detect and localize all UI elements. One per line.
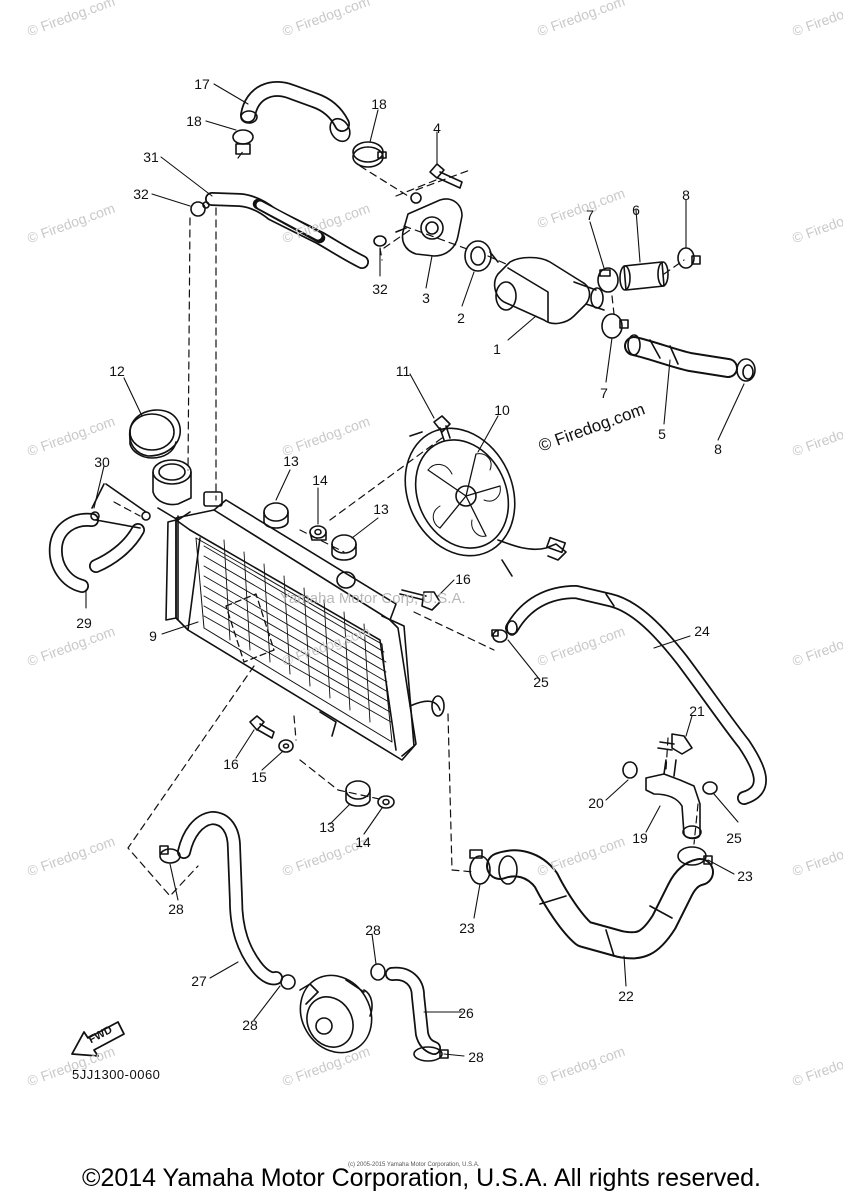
callout-1: 1 — [493, 341, 501, 357]
callout-28: 28 — [168, 901, 184, 917]
clamp-28-a — [159, 845, 181, 864]
clamp-18-b — [352, 141, 387, 168]
callout-25: 25 — [533, 674, 549, 690]
callout-2: 2 — [457, 310, 465, 326]
callout-23: 23 — [459, 920, 475, 936]
oring-20 — [622, 761, 638, 779]
collar-14-b — [377, 795, 395, 809]
hose-17 — [240, 81, 351, 143]
callout-13: 13 — [319, 819, 335, 835]
callout-27: 27 — [191, 973, 207, 989]
callout-32: 32 — [372, 281, 388, 297]
clamp-25-b — [702, 781, 718, 795]
callout-19: 19 — [632, 830, 648, 846]
water-pump — [299, 974, 373, 1054]
callout-16: 16 — [223, 756, 239, 772]
callout-30: 30 — [94, 454, 110, 470]
callout-15: 15 — [251, 769, 267, 785]
radiator-cap-12 — [128, 409, 181, 459]
rubber-13-b — [331, 534, 357, 561]
clamp-7-a — [597, 267, 619, 293]
ghost-copyright-mark: Yamaha Motor Corp, U.S.A. — [280, 590, 466, 607]
bolt-16-a — [399, 589, 441, 611]
hose-26 — [385, 966, 441, 1055]
hose-31 — [205, 192, 369, 269]
callout-11: 11 — [395, 363, 411, 379]
radiator-9 — [165, 491, 445, 761]
washer-15 — [278, 739, 294, 753]
clamp-28-b — [280, 974, 296, 990]
bolt-21 — [657, 733, 693, 755]
hose-24 — [505, 585, 767, 805]
clamp-25-a — [491, 629, 508, 643]
fan-10 — [404, 427, 567, 577]
callout-7: 7 — [600, 385, 608, 401]
hose-29 — [48, 512, 145, 593]
callout-3: 3 — [422, 290, 430, 306]
hose-5 — [624, 334, 738, 378]
rubber-13-a — [263, 502, 289, 529]
callout-7: 7 — [586, 207, 594, 223]
clamp-32-a — [190, 201, 210, 217]
callout-32: 32 — [133, 186, 149, 202]
callout-14: 14 — [312, 472, 328, 488]
callout-13: 13 — [373, 501, 389, 517]
callout-10: 10 — [494, 402, 510, 418]
callout-28: 28 — [365, 922, 381, 938]
callout-22: 22 — [618, 988, 634, 1004]
clamp-23-b — [677, 846, 713, 866]
callout-5: 5 — [658, 426, 666, 442]
callout-18: 18 — [371, 96, 387, 112]
clamp-8-b — [736, 358, 756, 382]
hose-22 — [486, 849, 714, 960]
clip-30 — [90, 483, 151, 521]
callout-23: 23 — [737, 868, 753, 884]
clamp-18-a — [232, 129, 254, 155]
callout-4: 4 — [433, 120, 441, 136]
callout-8: 8 — [714, 441, 722, 457]
leader-lines — [85, 83, 745, 1057]
hose-27 — [177, 811, 283, 986]
joint-6 — [619, 261, 669, 291]
callout-6: 6 — [632, 202, 640, 218]
pipe-19 — [645, 759, 702, 840]
footer-copyright: ©2014 Yamaha Motor Corporation, U.S.A. A… — [82, 1164, 761, 1192]
callout-17: 17 — [194, 76, 210, 92]
callout-16: 16 — [455, 571, 471, 587]
bolt-4 — [429, 163, 463, 189]
callout-14: 14 — [355, 834, 371, 850]
small-copyright: (c) 2005-2015 Yamaha Motor Corporation, … — [348, 1162, 480, 1168]
callout-20: 20 — [588, 795, 604, 811]
bolt-16-b — [249, 715, 275, 739]
callout-31: 31 — [143, 149, 159, 165]
callout-28: 28 — [242, 1017, 258, 1033]
callout-12: 12 — [109, 363, 125, 379]
callout-26: 26 — [458, 1005, 474, 1021]
thermostat-housing-1 — [493, 256, 605, 325]
callout-24: 24 — [694, 623, 710, 639]
fwd-arrow-icon — [71, 1021, 125, 1057]
callout-9: 9 — [149, 628, 157, 644]
clamp-32-b — [373, 235, 387, 247]
callout-28: 28 — [468, 1049, 484, 1065]
thermostat-2 — [464, 240, 499, 272]
clamp-8-a — [677, 247, 701, 269]
callout-18: 18 — [186, 113, 202, 129]
collar-14-a — [309, 525, 327, 541]
assembly-lines — [113, 149, 699, 897]
thermostat-cover-3 — [395, 192, 463, 257]
clamp-28-c — [370, 963, 386, 981]
callout-25: 25 — [726, 830, 742, 846]
callout-13: 13 — [283, 453, 299, 469]
callout-29: 29 — [76, 615, 92, 631]
callout-8: 8 — [682, 187, 690, 203]
clamp-7-b — [601, 313, 629, 339]
filler-neck — [152, 459, 192, 521]
diagram-code: 5JJ1300-0060 — [72, 1067, 161, 1082]
callout-21: 21 — [689, 703, 705, 719]
rubber-13-c — [345, 780, 371, 807]
